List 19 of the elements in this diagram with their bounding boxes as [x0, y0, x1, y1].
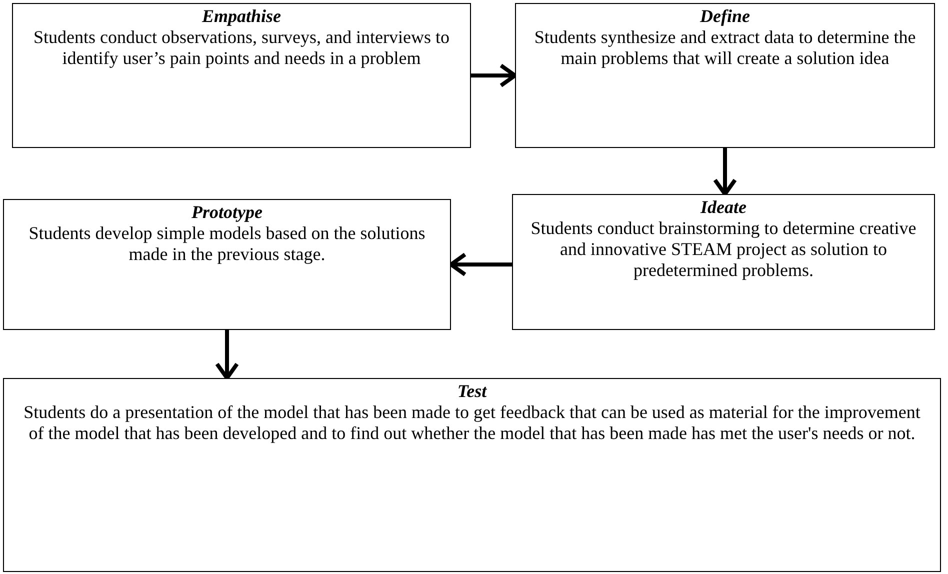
- stage-description: Students synthesize and extract data to determine the main problems that will create a solution idea: [533, 27, 917, 69]
- arrow: [471, 64, 517, 88]
- stage-box: [515, 3, 935, 148]
- stage-title: Empathise: [202, 6, 281, 27]
- stage-box: [3, 378, 941, 572]
- stage-title: Ideate: [700, 197, 746, 218]
- arrow: [449, 252, 512, 276]
- stage-title: Test: [457, 381, 487, 402]
- stage-title: Prototype: [192, 202, 262, 223]
- stage-description: Students conduct observations, surveys, and interviews to identify user’s pain points and needs in a problem: [32, 27, 450, 69]
- arrow: [215, 330, 239, 380]
- stage-description: Students conduct brainstorming to determine creative and innovative STEAM project as solution to predetermined problems.: [530, 218, 918, 281]
- stage-description: Students develop simple models based on the solutions made in the previous stage.: [28, 223, 426, 265]
- arrow: [713, 148, 737, 196]
- stage-box: [3, 199, 451, 330]
- stage-box: [12, 3, 471, 148]
- stage-description: Students do a presentation of the model that has been made to get feedback that can be used as material for the improvement of the model that has been developed and to find out whether the model that has been made has met the user's needs or not.: [22, 402, 922, 444]
- stage-title: Define: [700, 6, 750, 27]
- stage-box: [512, 194, 935, 330]
